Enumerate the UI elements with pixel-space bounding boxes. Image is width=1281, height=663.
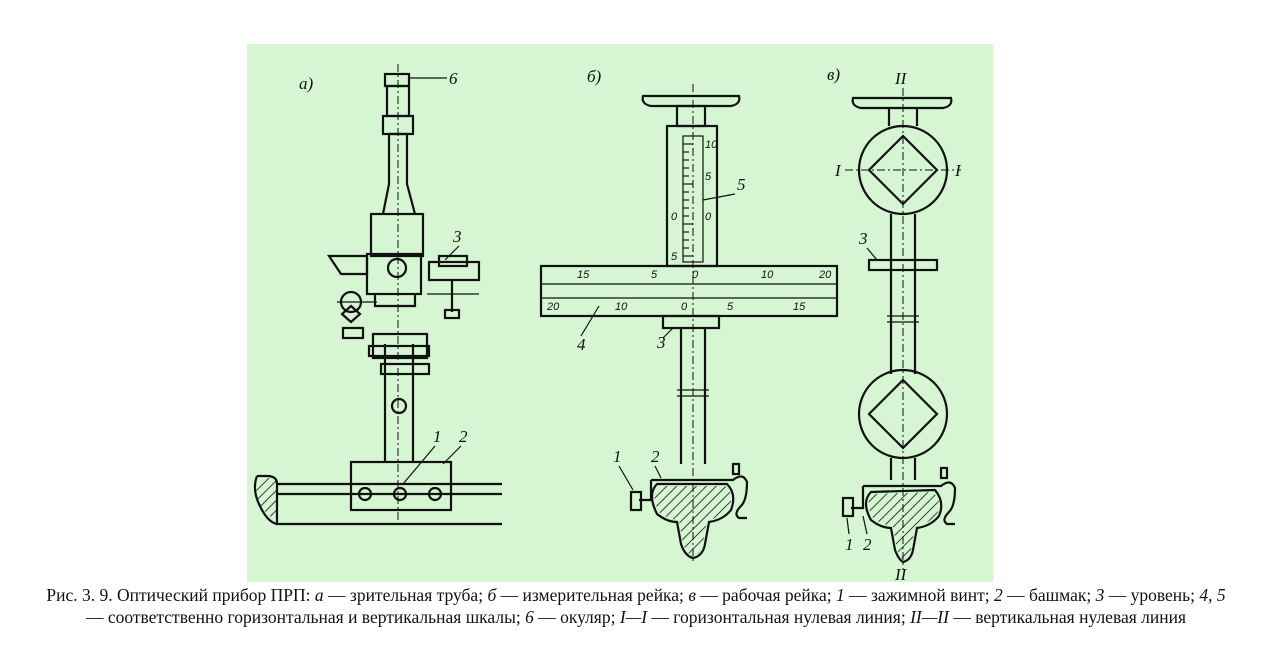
- caption-text: 5: [1216, 585, 1226, 605]
- horizontal-scale-bottom-tick: 0: [681, 301, 688, 313]
- panel-a-callout-6: 6: [449, 69, 458, 88]
- horizontal-scale-top-tick: 0: [692, 269, 699, 281]
- caption-text: ,: [1208, 585, 1217, 605]
- horizontal-scale-bottom-tick: 15: [793, 301, 806, 313]
- axis-label-II-bottom: II: [894, 565, 908, 582]
- caption-text: б: [487, 585, 497, 605]
- axis-label-I-left: I: [834, 161, 842, 180]
- horizontal-scale-top-tick: 10: [761, 269, 774, 281]
- panel-b-label: б): [587, 67, 602, 86]
- panel-c-callout-2: 2: [863, 535, 872, 554]
- caption-text: 4: [1199, 585, 1209, 605]
- caption-text: — соответственно горизонтальная и вертик…: [85, 607, 526, 627]
- caption-text: Рис. 3. 9. Оптический прибор ПРП:: [46, 585, 315, 605]
- panel-c-callout-3: 3: [858, 229, 868, 248]
- vertical-scale-tick: 0: [671, 211, 678, 223]
- caption-text: 6: [525, 607, 534, 627]
- vertical-scale-tick: 10: [705, 139, 718, 151]
- figure-illustration: а): [247, 44, 993, 582]
- horizontal-scale-top-tick: 20: [818, 269, 832, 281]
- caption-text: II—II: [910, 607, 949, 627]
- caption-text: I—I: [619, 607, 648, 627]
- horizontal-scale-bottom-tick: 10: [615, 301, 628, 313]
- panel-c-working-rod: в) II II I I 3 1 2: [827, 65, 962, 582]
- caption-text: — окуляр;: [533, 607, 620, 627]
- caption-text: — башмак;: [1002, 585, 1096, 605]
- axis-label-II-top: II: [894, 69, 908, 88]
- panel-a-callout-1: 1: [433, 427, 442, 446]
- panel-a-callout-2: 2: [459, 427, 468, 446]
- caption-text: — вертикальная нулевая линия: [948, 607, 1187, 627]
- caption-text: а: [314, 585, 324, 605]
- caption-text: — измерительная рейка;: [496, 585, 689, 605]
- caption-text: в: [688, 585, 696, 605]
- caption-text: — горизонтальная нулевая линия;: [647, 607, 911, 627]
- vertical-scale-tick: 0: [705, 211, 712, 223]
- vertical-scale-tick: 5: [705, 171, 712, 183]
- panel-b-callout-5: 5: [737, 175, 746, 194]
- vertical-scale-tick: 5: [671, 251, 678, 263]
- caption-text: 3: [1095, 585, 1105, 605]
- horizontal-scale-top-tick: 5: [651, 269, 658, 281]
- figure-caption: Рис. 3. 9. Оптический прибор ПРП: а — зр…: [36, 584, 1236, 628]
- panel-b-callout-1: 1: [613, 447, 622, 466]
- panel-a-label: а): [299, 74, 314, 93]
- caption-text: — уровень;: [1104, 585, 1200, 605]
- caption-text: — зрительная труба;: [323, 585, 488, 605]
- panel-c-label: в): [827, 65, 840, 84]
- panel-c-callout-1: 1: [845, 535, 854, 554]
- caption-text: — рабочая рейка;: [695, 585, 837, 605]
- panel-b-callout-4: 4: [577, 335, 586, 354]
- panel-b-measuring-rod: б) 10 5 0 0 5 5: [539, 67, 839, 564]
- caption-text: 1: [836, 585, 845, 605]
- panel-b-callout-3: 3: [656, 333, 666, 352]
- caption-text: — зажимной винт;: [844, 585, 994, 605]
- horizontal-scale-top-tick: 15: [577, 269, 590, 281]
- horizontal-scale-bottom-tick: 20: [546, 301, 560, 313]
- caption-text: 2: [993, 585, 1003, 605]
- horizontal-scale-bottom-tick: 5: [727, 301, 734, 313]
- panel-a-telescope: а): [253, 64, 502, 526]
- panel-b-callout-2: 2: [651, 447, 660, 466]
- panel-a-callout-3: 3: [452, 227, 462, 246]
